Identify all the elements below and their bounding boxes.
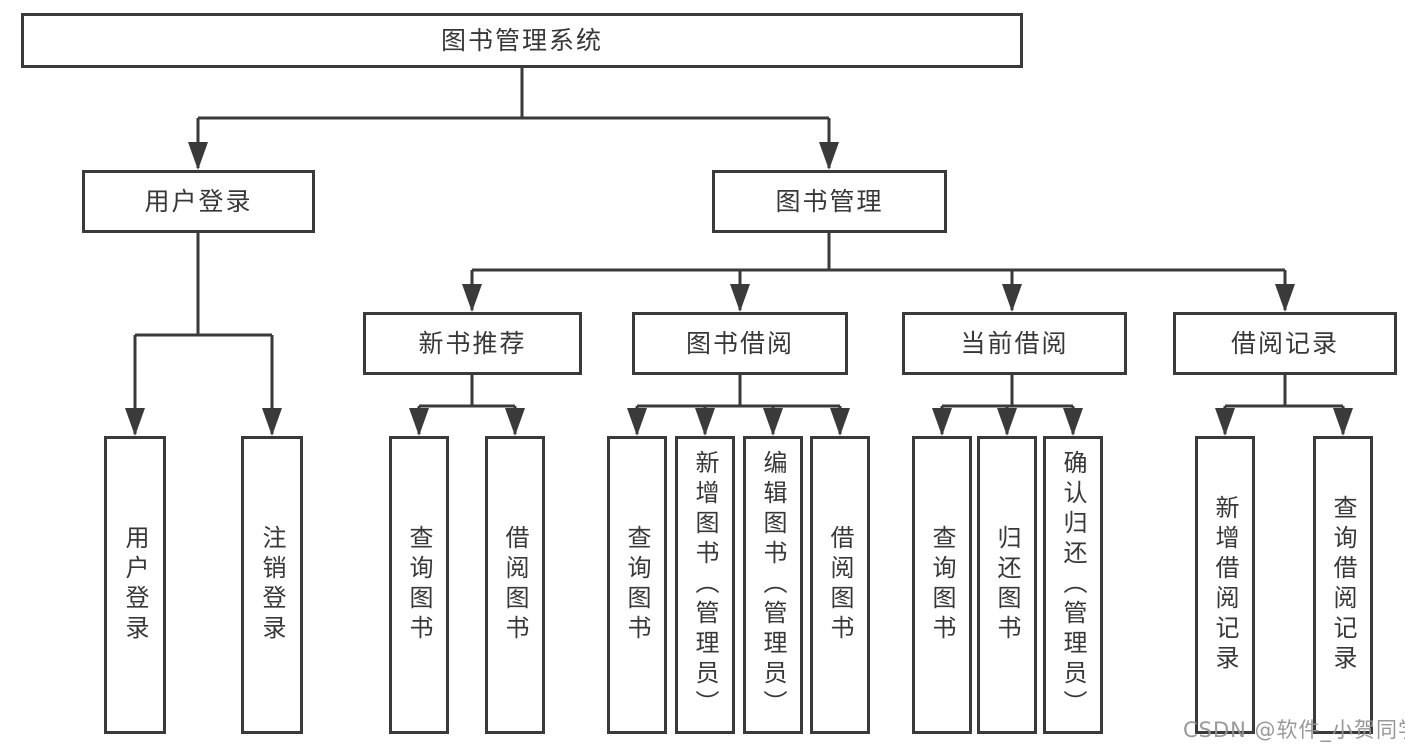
- node-current-borrowing: 当前借阅: [902, 312, 1127, 375]
- node-book-management: 图书管理: [712, 170, 947, 233]
- leaf-borrow-books-recommend-label: 借阅图书: [501, 525, 529, 645]
- leaf-borrow-books-borrowing: 借阅图书: [810, 436, 870, 734]
- leaf-edit-books-admin-label: 编辑图书（管理员）: [759, 450, 787, 720]
- node-new-book-recommend: 新书推荐: [363, 312, 582, 375]
- node-book-borrowing: 图书借阅: [632, 312, 848, 375]
- leaf-return-books-label: 归还图书: [993, 525, 1021, 645]
- leaf-user-login: 用户登录: [104, 436, 166, 734]
- watermark-text: CSDN @软件_小贺同学: [1183, 718, 1405, 742]
- node-library-system: 图书管理系统: [21, 13, 1023, 68]
- leaf-confirm-return-admin: 确认归还（管理员）: [1043, 436, 1103, 734]
- leaf-logout-login-label: 注销登录: [258, 525, 286, 645]
- leaf-edit-books-admin: 编辑图书（管理员）: [743, 436, 803, 734]
- node-borrowing-records: 借阅记录: [1173, 312, 1397, 375]
- leaf-return-books: 归还图书: [977, 436, 1037, 734]
- leaf-query-books-borrowing-label: 查询图书: [623, 525, 651, 645]
- leaf-logout-login: 注销登录: [241, 436, 303, 734]
- leaf-borrow-books-recommend: 借阅图书: [485, 436, 545, 734]
- leaf-query-borrow-record-label: 查询借阅记录: [1329, 495, 1357, 675]
- leaf-confirm-return-admin-label: 确认归还（管理员）: [1059, 450, 1087, 720]
- leaf-query-books-recommend: 查询图书: [389, 436, 449, 734]
- leaf-query-books-current-label: 查询图书: [928, 525, 956, 645]
- leaf-borrow-books-borrowing-label: 借阅图书: [826, 525, 854, 645]
- leaf-query-borrow-record: 查询借阅记录: [1313, 436, 1373, 734]
- leaf-add-books-admin: 新增图书（管理员）: [675, 436, 735, 734]
- leaf-add-borrow-record-label: 新增借阅记录: [1211, 495, 1239, 675]
- leaf-query-books-recommend-label: 查询图书: [405, 525, 433, 645]
- leaf-add-borrow-record: 新增借阅记录: [1195, 436, 1255, 734]
- node-user-login: 用户登录: [82, 170, 315, 233]
- leaf-query-books-current: 查询图书: [912, 436, 972, 734]
- leaf-query-books-borrowing: 查询图书: [607, 436, 667, 734]
- leaf-user-login-label: 用户登录: [121, 525, 149, 645]
- leaf-add-books-admin-label: 新增图书（管理员）: [691, 450, 719, 720]
